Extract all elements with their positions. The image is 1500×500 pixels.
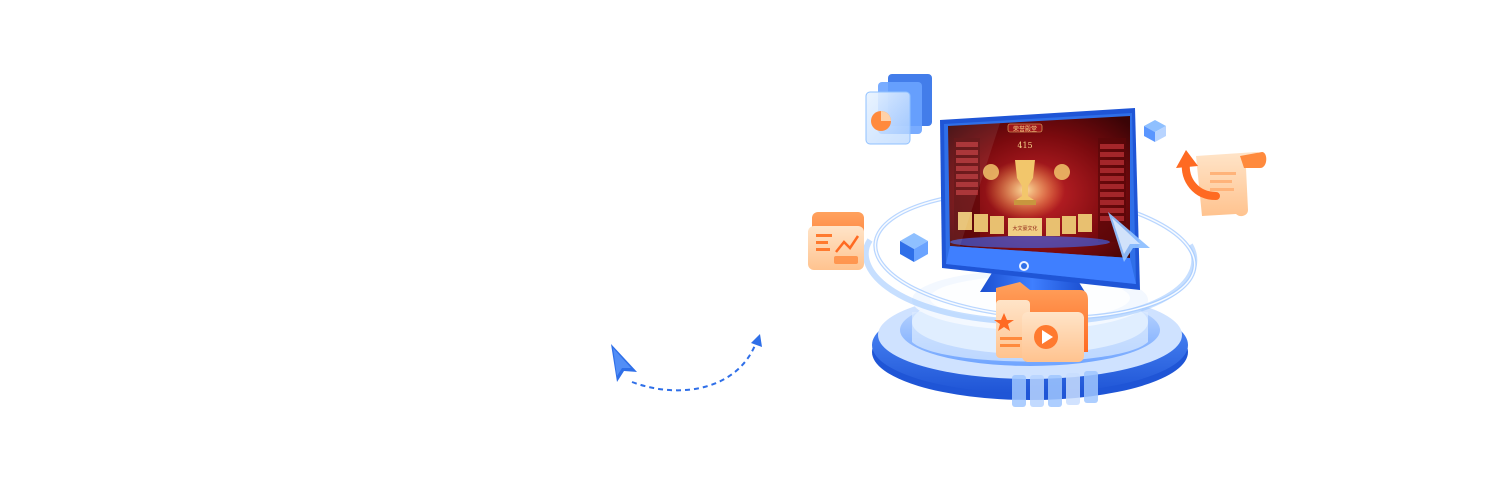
monitor-icon: 荣誉殿堂 bbox=[940, 108, 1140, 290]
screen-content: 荣誉殿堂 bbox=[950, 123, 1126, 248]
video-folder-icon bbox=[994, 282, 1088, 362]
cube-icon bbox=[900, 233, 928, 262]
chart-card-icon bbox=[808, 212, 864, 270]
pie-chart-document-icon bbox=[865, 74, 932, 145]
trophy-icon bbox=[1014, 160, 1036, 205]
screen-banner: 大文豪文化 bbox=[1012, 225, 1037, 232]
screen-headline: 415 bbox=[1017, 141, 1032, 150]
cursor-arrow-icon bbox=[1108, 212, 1150, 262]
cursor-arrow-icon bbox=[611, 344, 637, 382]
cube-icon bbox=[1144, 120, 1166, 142]
curved-arrow-scroll-icon bbox=[1176, 150, 1267, 217]
screen-title: 荣誉殿堂 bbox=[1013, 125, 1037, 133]
dashed-arrow-icon bbox=[631, 334, 762, 392]
